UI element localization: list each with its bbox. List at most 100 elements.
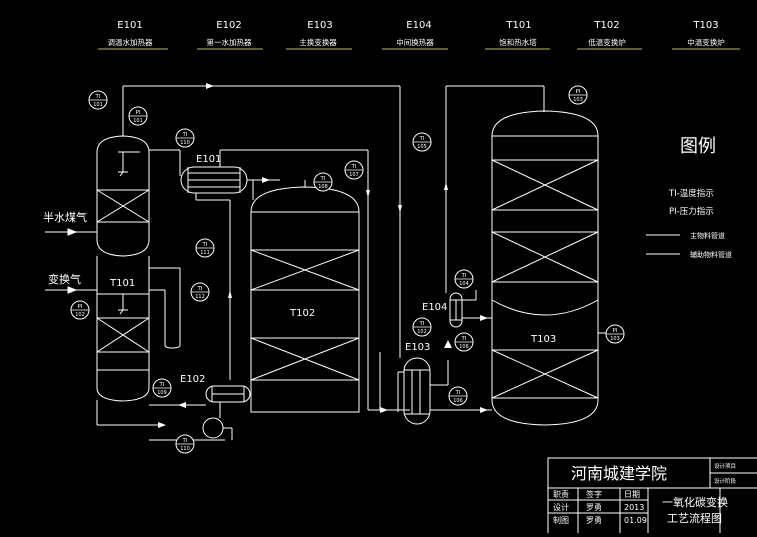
reactor-t102 bbox=[250, 180, 360, 413]
instrument-type-label: PI bbox=[613, 328, 618, 334]
instrument-bubbles: TI101PI101TI110TI111TI112PI102TI109TI110… bbox=[70, 85, 625, 454]
instrument-number-label: 104 bbox=[459, 281, 469, 287]
instrument-ti-104: TI 104 bbox=[454, 269, 474, 289]
title-row-name: 罗勇 bbox=[586, 503, 602, 512]
instrument-type-label: TI bbox=[419, 321, 425, 327]
instrument-ti-102: TI 102 bbox=[412, 317, 432, 337]
label-e103: E103 bbox=[405, 342, 430, 353]
instrument-type-label: TI bbox=[320, 176, 326, 182]
header-name-e102: 第一水加热器 bbox=[207, 37, 252, 47]
title-row-name: 签字 bbox=[586, 489, 602, 499]
instrument-number-label: 112 bbox=[195, 294, 205, 300]
header-code-t101: T101 bbox=[505, 20, 531, 31]
title-school: 河南城建学院 bbox=[571, 464, 667, 483]
instrument-type-label: TI bbox=[461, 273, 467, 279]
label-t103: T103 bbox=[530, 334, 556, 345]
exchanger-e102 bbox=[149, 385, 251, 441]
title-row-name: 罗勇 bbox=[586, 516, 602, 525]
instrument-ti-110: TI 110 bbox=[175, 128, 195, 148]
header-code-e101: E101 bbox=[117, 20, 142, 31]
header-name-e104: 中间换热器 bbox=[396, 37, 434, 47]
title-block bbox=[547, 457, 757, 537]
instrument-number-label: 110 bbox=[180, 140, 190, 146]
legend: 图例 TI-温度指示 PI-压力指示 主物料管道 辅助物料管道 bbox=[646, 136, 732, 259]
instrument-number-label: 106 bbox=[453, 398, 463, 404]
title-row-date: 01.09 bbox=[624, 516, 647, 525]
instrument-ti-105: TI 105 bbox=[412, 132, 432, 152]
instrument-type-label: TI bbox=[182, 132, 188, 138]
instrument-type-label: PI bbox=[78, 304, 83, 310]
instrument-type-label: TI bbox=[182, 438, 188, 444]
title-drawing-2: 工艺流程图 bbox=[667, 511, 722, 525]
header-code-e102: E102 bbox=[216, 20, 241, 31]
instrument-type-label: TI bbox=[455, 390, 461, 396]
instrument-number-label: 101 bbox=[133, 118, 143, 124]
instrument-type-label: TI bbox=[419, 136, 425, 142]
instrument-ti-106: TI 106 bbox=[454, 332, 474, 352]
instrument-type-label: PI bbox=[576, 89, 581, 95]
header-name-e101: 调温水加热器 bbox=[108, 37, 153, 47]
label-e101: E101 bbox=[196, 154, 221, 165]
legend-pi-def: PI-压力指示 bbox=[669, 206, 714, 217]
header-name-t103: 中温变换炉 bbox=[687, 37, 725, 47]
instrument-number-label: 106 bbox=[459, 344, 469, 350]
instrument-ti-108: TI 108 bbox=[313, 172, 333, 192]
title-design-stage: 设计阶段 bbox=[714, 477, 737, 485]
label-e104: E104 bbox=[422, 302, 447, 313]
title-row-date: 2013 bbox=[624, 503, 644, 512]
stream-semi-water-gas: 半水煤气 bbox=[43, 210, 87, 224]
flow-arrows bbox=[158, 83, 488, 428]
instrument-ti-112: TI 112 bbox=[190, 282, 210, 302]
instrument-type-label: TI bbox=[461, 336, 467, 342]
title-row-date: 日期 bbox=[624, 490, 640, 499]
header-code-e104: E104 bbox=[406, 20, 431, 31]
exchanger-e104 bbox=[445, 85, 545, 328]
instrument-type-label: TI bbox=[351, 164, 357, 170]
instrument-type-label: TI bbox=[202, 242, 208, 248]
title-row-label: 设计 bbox=[553, 502, 569, 512]
instrument-pi-102: PI 102 bbox=[70, 300, 90, 320]
instrument-pi-103: PI 103 bbox=[568, 85, 588, 105]
instrument-pi-103: PI 103 bbox=[605, 324, 625, 344]
instrument-type-label: TI bbox=[197, 286, 203, 292]
header-code-t103: T103 bbox=[692, 20, 718, 31]
legend-aux-line: 辅助物料管道 bbox=[690, 250, 732, 259]
instrument-type-label: TI bbox=[95, 94, 101, 100]
instrument-type-label: TI bbox=[159, 382, 165, 388]
header-code-e103: E103 bbox=[307, 20, 332, 31]
legend-main-line: 主物料管道 bbox=[690, 231, 725, 240]
instrument-number-label: 102 bbox=[75, 312, 85, 318]
header-code-t102: T102 bbox=[593, 20, 619, 31]
title-row-label: 制图 bbox=[553, 515, 569, 525]
stream-shift-gas: 变换气 bbox=[48, 272, 81, 286]
legend-ti-def: TI-温度指示 bbox=[668, 188, 714, 199]
header-name-t101: 饱和热水塔 bbox=[499, 37, 537, 47]
instrument-number-label: 108 bbox=[318, 184, 328, 190]
instrument-number-label: 103 bbox=[610, 336, 620, 342]
instrument-number-label: 105 bbox=[417, 144, 427, 150]
exchanger-e101 bbox=[180, 149, 410, 411]
instrument-ti-111: TI 111 bbox=[195, 238, 215, 258]
instrument-number-label: 111 bbox=[200, 250, 210, 256]
column-t101 bbox=[96, 85, 400, 426]
title-drawing-1: 一氧化碳变换 bbox=[662, 495, 728, 509]
header-name-e103: 主换变换器 bbox=[299, 37, 337, 47]
header-name-t102: 低温变换炉 bbox=[588, 37, 626, 47]
instrument-number-label: 103 bbox=[573, 97, 583, 103]
instrument-number-label: 101 bbox=[93, 102, 103, 108]
legend-title: 图例 bbox=[680, 136, 716, 157]
reactor-t103 bbox=[491, 110, 610, 426]
instrument-number-label: 107 bbox=[349, 172, 359, 178]
equipment-header: E101 调温水加热器 E102 第一水加热器 E103 主换变换器 E104 … bbox=[98, 20, 740, 50]
label-t102: T102 bbox=[289, 308, 315, 319]
instrument-number-label: 102 bbox=[417, 329, 427, 335]
instrument-ti-106: TI 106 bbox=[448, 386, 468, 406]
label-e102: E102 bbox=[180, 374, 205, 385]
instrument-ti-101: TI 101 bbox=[88, 90, 108, 110]
